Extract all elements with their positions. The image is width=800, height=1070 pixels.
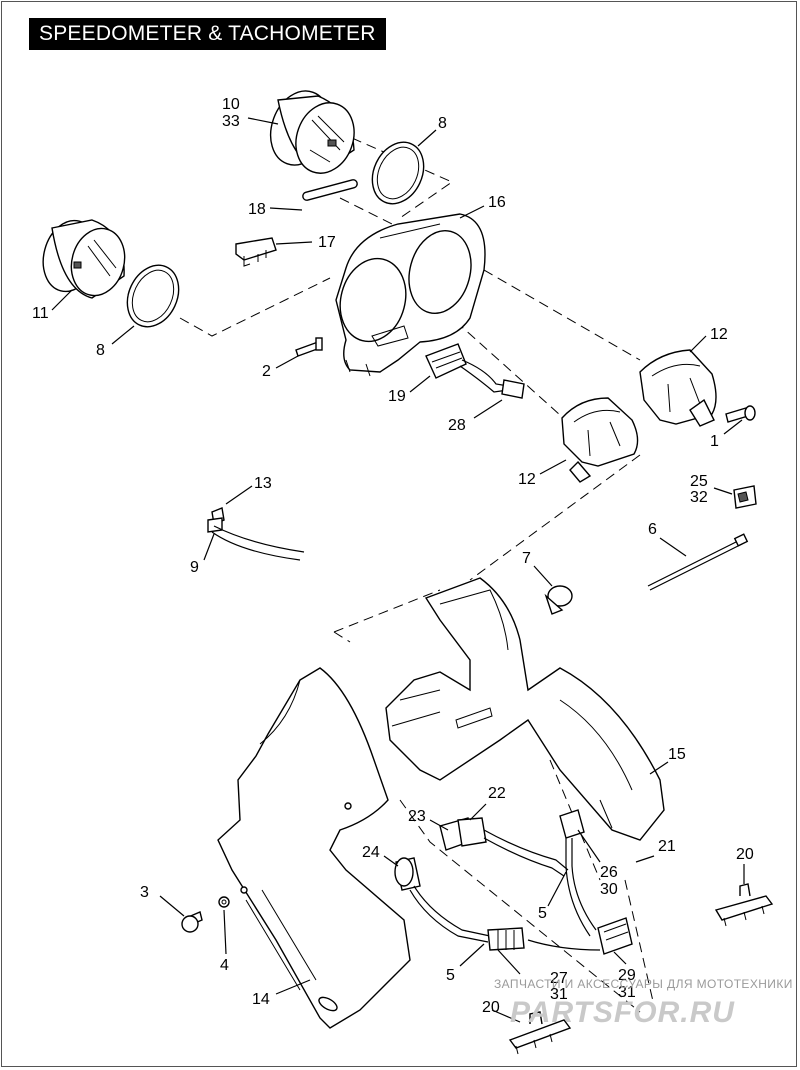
- callout-28: 28: [448, 417, 466, 434]
- callout-12-lower: 12: [518, 471, 536, 488]
- lower-cover-left: [217, 667, 411, 1029]
- page-title: SPEEDOMETER & TACHOMETER: [29, 18, 386, 50]
- screw-3-washer-4: [181, 896, 230, 933]
- watermark-tagline: ЗАПЧАСТИ И АКСЕССУАРЫ ДЛЯ МОТОТЕХНИКИ: [494, 977, 793, 991]
- callout-13: 13: [254, 475, 272, 492]
- watermark: ЗАПЧАСТИ И АКСЕССУАРЫ ДЛЯ МОТОТЕХНИКИ PA…: [494, 977, 793, 1029]
- callout-30: 30: [600, 881, 618, 898]
- callout-14: 14: [252, 991, 270, 1008]
- cable-tie: [647, 533, 749, 591]
- callout-33: 33: [222, 113, 240, 130]
- callout-20-right: 20: [736, 846, 754, 863]
- callout-23: 23: [408, 808, 426, 825]
- wiring-harness: [394, 809, 633, 955]
- callout-12-upper: 12: [710, 326, 728, 343]
- callout-21: 21: [658, 838, 676, 855]
- callout-29: 29: [618, 967, 636, 984]
- gauge-cup-upper: [639, 349, 717, 427]
- strip-gasket: [302, 179, 358, 201]
- bracket-20-lower: [508, 1011, 572, 1055]
- callout-31-right: 31: [618, 984, 636, 1001]
- bezel-ring-lower: [126, 264, 180, 328]
- callout-3: 3: [140, 884, 149, 901]
- callout-22: 22: [488, 785, 506, 802]
- bracket-20-right: [714, 883, 774, 927]
- tachometer-gauge: [42, 219, 126, 299]
- callout-17: 17: [318, 234, 336, 251]
- watermark-logo: PARTSFOR.RU: [510, 996, 735, 1029]
- bracket-clip: [235, 237, 277, 267]
- callout-6: 6: [648, 521, 657, 538]
- callout-7: 7: [522, 550, 531, 567]
- callout-20-lower: 20: [482, 999, 500, 1016]
- lower-cover-right: [385, 577, 665, 841]
- callout-labels: 10 33 8 18 16 17 11 8 12 2 19 28 1 12 13…: [32, 96, 754, 1016]
- callout-9: 9: [190, 559, 199, 576]
- callout-8-upper: 8: [438, 115, 447, 132]
- connector-harness: [425, 343, 525, 399]
- callout-25: 25: [690, 473, 708, 490]
- small-block-connector: [733, 485, 757, 509]
- callout-10: 10: [222, 96, 240, 113]
- callout-5-upper: 5: [538, 905, 547, 922]
- callout-32: 32: [690, 489, 708, 506]
- bezel-ring-upper: [371, 141, 425, 205]
- callout-1: 1: [710, 433, 719, 450]
- gauge-cup-lower: [561, 397, 639, 483]
- callout-8-lower: 8: [96, 342, 105, 359]
- callout-4: 4: [220, 957, 229, 974]
- gauge-housing: [335, 213, 486, 377]
- callout-15: 15: [668, 746, 686, 763]
- callout-19: 19: [388, 388, 406, 405]
- callout-18: 18: [248, 201, 266, 218]
- callout-16: 16: [488, 194, 506, 211]
- callout-24: 24: [362, 844, 380, 861]
- screw-2: [295, 337, 323, 357]
- callout-27: 27: [550, 970, 568, 987]
- speedometer-gauge: [269, 90, 355, 174]
- callout-2: 2: [262, 363, 271, 380]
- callout-26: 26: [600, 864, 618, 881]
- callout-31-left: 31: [550, 986, 568, 1003]
- leader-lines: [51, 117, 745, 1023]
- screw-1: [725, 405, 756, 423]
- sensor-cable: [207, 507, 305, 561]
- callout-11: 11: [32, 305, 49, 322]
- clip-7: [544, 585, 573, 615]
- callout-5-lower: 5: [446, 967, 455, 984]
